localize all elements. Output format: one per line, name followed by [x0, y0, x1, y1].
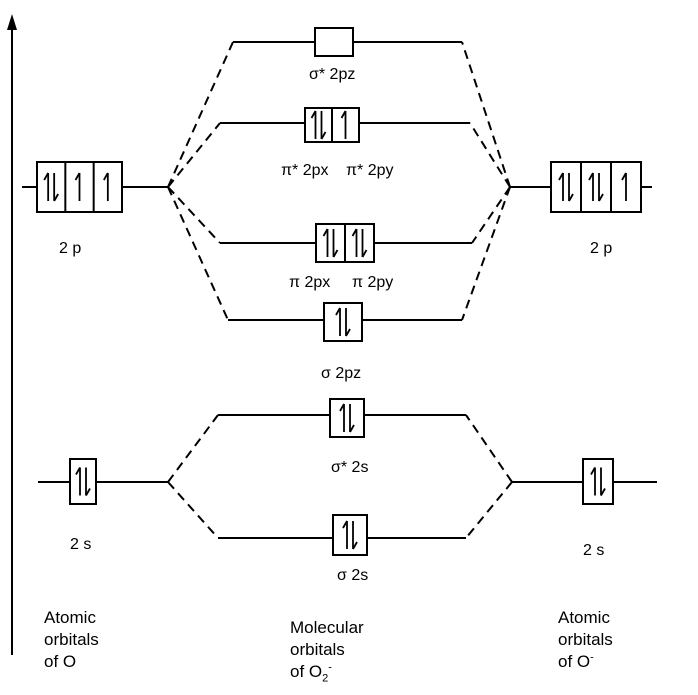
caption-left-line2: orbitals: [44, 630, 99, 649]
connector-right-2s-sigma-2s: [465, 481, 513, 539]
connector-left-2p-pi: [167, 186, 221, 244]
caption-left-line3: of O: [44, 652, 77, 671]
label-pi-2px: π 2px: [289, 274, 331, 291]
caption-middle: Molecular orbitals of O2-: [290, 617, 364, 685]
connector-right-2p-sigma-2pz: [461, 186, 511, 321]
caption-right-line3: of O-: [558, 651, 613, 673]
connector-left-2p-pi-star: [167, 122, 221, 188]
box-left-2p-cell-3: [103, 172, 109, 201]
box-sigma-2s: [332, 514, 368, 556]
box-sigma-star-2s-cell-1: [339, 403, 355, 433]
box-left-2p: [36, 161, 123, 213]
box-pi-star-2p: [304, 107, 360, 143]
box-pi-star-2p-cell-2: [340, 110, 347, 139]
connector-right-2p-pi: [471, 186, 511, 244]
box-right-2s: [582, 458, 614, 505]
label-pi-star-2px: π* 2px: [281, 162, 329, 179]
box-left-2p-cell-1: [43, 172, 59, 202]
correlation-lines: [167, 41, 513, 539]
box-sigma-star-2s: [329, 398, 365, 438]
box-sigma-star-2pz: [314, 27, 354, 57]
caption-right-line1: Atomic: [558, 608, 610, 627]
connector-right-2p-pi-star: [469, 122, 511, 188]
caption-middle-line3-prefix: of O: [290, 662, 323, 681]
connector-right-2p-sigma-star-2pz: [461, 41, 511, 188]
box-right-2p-cell-2: [588, 172, 604, 202]
box-right-2p-cell-3: [621, 172, 627, 201]
label-left-2p: 2 p: [59, 240, 82, 257]
box-right-2p-frame: [550, 161, 642, 213]
caption-right-line3-prefix: of O: [558, 652, 591, 671]
label-sigma-2s: σ 2s: [337, 567, 369, 584]
box-left-2s-frame: [69, 458, 97, 505]
box-sigma-2s-frame: [332, 514, 368, 556]
box-right-2p: [550, 161, 642, 213]
box-sigma-star-2pz-frame: [314, 27, 354, 57]
caption-middle-line3: of O2-: [290, 661, 364, 685]
box-pi-2p: [315, 223, 375, 263]
box-sigma-2pz-frame: [323, 302, 363, 342]
caption-middle-line1: Molecular: [290, 618, 364, 637]
box-pi-2p-cell-2: [351, 228, 368, 258]
caption-right: Atomic orbitals of O-: [558, 607, 613, 673]
label-sigma-2pz: σ 2pz: [321, 365, 362, 382]
label-right-2p: 2 p: [590, 240, 613, 257]
caption-left-line1: Atomic: [44, 608, 96, 627]
label-pi-star-2py: π* 2py: [346, 162, 394, 179]
caption-right-superscript: -: [590, 651, 594, 664]
label-left-2s: 2 s: [70, 536, 92, 553]
caption-right-line2: orbitals: [558, 630, 613, 649]
box-right-2s-frame: [582, 458, 614, 505]
orbital-boxes: [36, 27, 642, 556]
caption-middle-line2: orbitals: [290, 640, 345, 659]
box-sigma-2pz: [323, 302, 363, 342]
caption-middle-subscript: 2: [322, 672, 329, 685]
box-left-2s: [69, 458, 97, 505]
caption-left: Atomic orbitals of O: [44, 607, 99, 673]
box-pi-star-2p-cell-1: [310, 110, 327, 140]
caption-middle-superscript: -: [328, 661, 332, 674]
connector-left-2p-sigma-2pz: [167, 186, 229, 321]
label-sigma-star-2pz: σ* 2pz: [309, 66, 356, 83]
label-sigma-star-2s: σ* 2s: [331, 459, 369, 476]
connector-left-2p-sigma-star-2pz: [167, 41, 234, 188]
connector-left-2s-sigma-2s: [167, 481, 219, 539]
box-sigma-2pz-cell-1: [335, 307, 351, 337]
box-left-2s-cell-1: [75, 467, 91, 496]
box-sigma-2s-cell-1: [342, 520, 358, 550]
box-right-2s-cell-1: [590, 467, 606, 496]
box-right-2p-cell-1: [558, 172, 574, 202]
energy-axis-arrowhead: [7, 14, 17, 30]
box-sigma-star-2s-frame: [329, 398, 365, 438]
label-pi-2py: π 2py: [352, 274, 394, 291]
energy-axis: [7, 14, 17, 655]
label-right-2s: 2 s: [583, 542, 605, 559]
connector-right-2s-sigma-star-2s: [465, 414, 513, 483]
box-pi-2p-cell-1: [322, 228, 339, 258]
connector-left-2s-sigma-star-2s: [167, 414, 219, 483]
box-left-2p-cell-2: [74, 172, 81, 201]
